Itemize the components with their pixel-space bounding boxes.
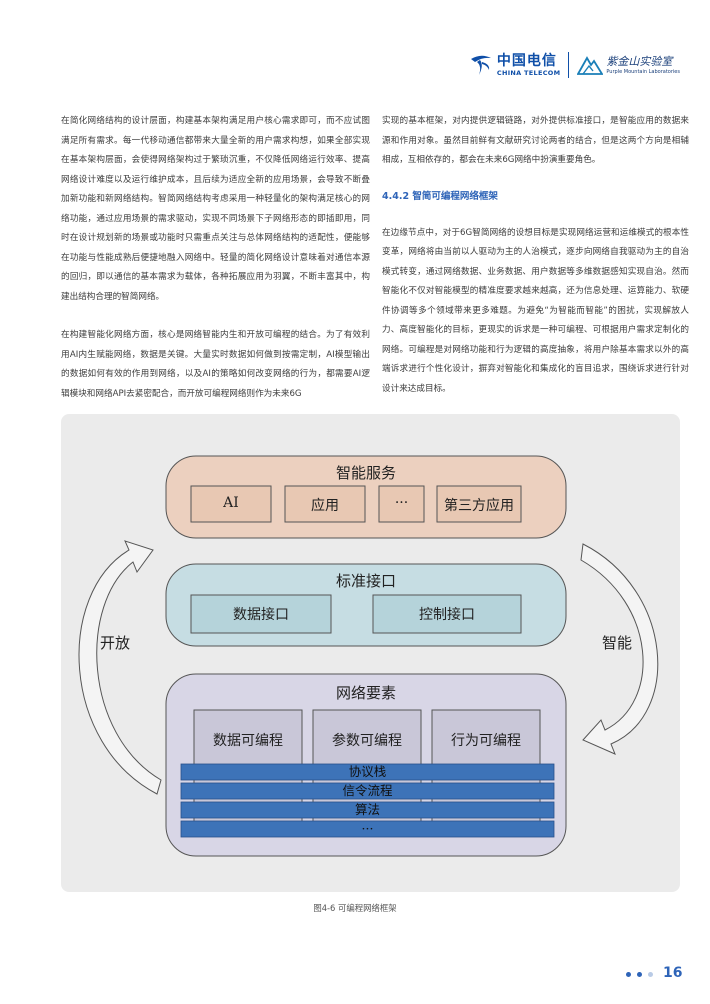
programmable-network-figure: 智能服务 AI 应用 ··· 第三方应用 标准接口 数据接口 控制接口 网络要素… <box>61 414 680 892</box>
section-title: 4.4.2 智简可编程网络框架 <box>382 190 498 202</box>
data-programmable-label: 数据可编程 <box>213 733 283 749</box>
right-paragraph-body: 在边缘节点中，对于6G智简网络的设想目标是实现网络运营和运维模式的根本性变革，网… <box>382 227 689 394</box>
stack-bar-protocol <box>180 763 555 781</box>
param-programmable-label: 参数可编程 <box>332 733 402 749</box>
china-telecom-name-cn: 中国电信 <box>496 53 557 69</box>
right-column: 实现的基本框架，对内提供逻辑链路，对外提供标准接口，是智能应用的数据来源和作用对… <box>382 112 689 399</box>
open-label: 开放 <box>99 634 130 652</box>
china-telecom-logo: 中国电信 CHINA TELECOM <box>468 53 560 77</box>
header-divider <box>568 52 570 78</box>
mountain-icon <box>577 56 604 75</box>
page-dot-3 <box>648 972 653 977</box>
service-label-thirdparty: 第三方应用 <box>444 498 514 514</box>
header-logos: 中国电信 CHINA TELECOM 紫金山实验室 Purple Mountai… <box>468 50 680 80</box>
stack-bar-algorithm <box>180 801 555 819</box>
intelligence-label: 智能 <box>601 634 632 652</box>
stack-label-protocol: 协议栈 <box>348 764 387 779</box>
page-number: 16 <box>663 965 683 981</box>
stack-bar-signaling <box>180 782 555 800</box>
left-paragraph-2: 在构建智能化网络方面，核心是网络智能内生和开放可编程的结合。为了有效利用AI内生… <box>61 330 370 399</box>
figure-caption: 图4-6 可编程网络框架 <box>313 903 397 913</box>
left-paragraph-1: 在简化网络结构的设计层面，构建基本架构满足用户核心需求即可，而不应试图满足所有需… <box>61 116 370 302</box>
service-label-more: ··· <box>394 495 409 511</box>
service-box-app <box>284 485 366 523</box>
page-dots <box>626 972 659 977</box>
page-dot-1 <box>626 972 631 977</box>
control-interface-label: 控制接口 <box>419 607 475 623</box>
left-open-arrow <box>78 540 162 795</box>
stack-bar-more <box>180 820 555 838</box>
service-label-app: 应用 <box>311 498 339 514</box>
data-interface-label: 数据接口 <box>233 607 289 623</box>
left-column: 在简化网络结构的设计层面，构建基本架构满足用户核心需求即可，而不应试图满足所有需… <box>61 112 370 404</box>
standard-interface-title: 标准接口 <box>335 572 396 590</box>
china-telecom-name-en: CHINA TELECOM <box>496 69 561 77</box>
stack-label-signaling: 信令流程 <box>342 783 393 798</box>
figure-diagram <box>78 455 659 857</box>
behavior-programmable-label: 行为可编程 <box>451 733 521 749</box>
purple-mountain-name-en: Purple Mountain Laboratories <box>606 68 680 75</box>
stack-label-more: ··· <box>361 821 374 836</box>
service-label-ai: AI <box>223 495 239 511</box>
network-element-title: 网络要素 <box>335 684 396 702</box>
china-telecom-icon <box>470 55 491 75</box>
service-box-more <box>378 485 425 523</box>
control-interface-box <box>372 594 522 634</box>
intelligent-service-title: 智能服务 <box>335 464 396 482</box>
purple-mountain-name-cn: 紫金山实验室 <box>606 54 673 68</box>
stack-label-algorithm: 算法 <box>354 802 380 817</box>
data-interface-box <box>190 594 332 634</box>
purple-mountain-logo: 紫金山实验室 Purple Mountain Laboratories <box>577 54 680 76</box>
service-box-thirdparty <box>436 485 522 523</box>
right-paragraph-intro: 实现的基本框架，对内提供逻辑链路，对外提供标准接口，是智能应用的数据来源和作用对… <box>382 116 689 165</box>
right-intel-arrow <box>580 543 659 755</box>
page-dot-2 <box>637 972 642 977</box>
service-box-ai <box>190 485 272 523</box>
